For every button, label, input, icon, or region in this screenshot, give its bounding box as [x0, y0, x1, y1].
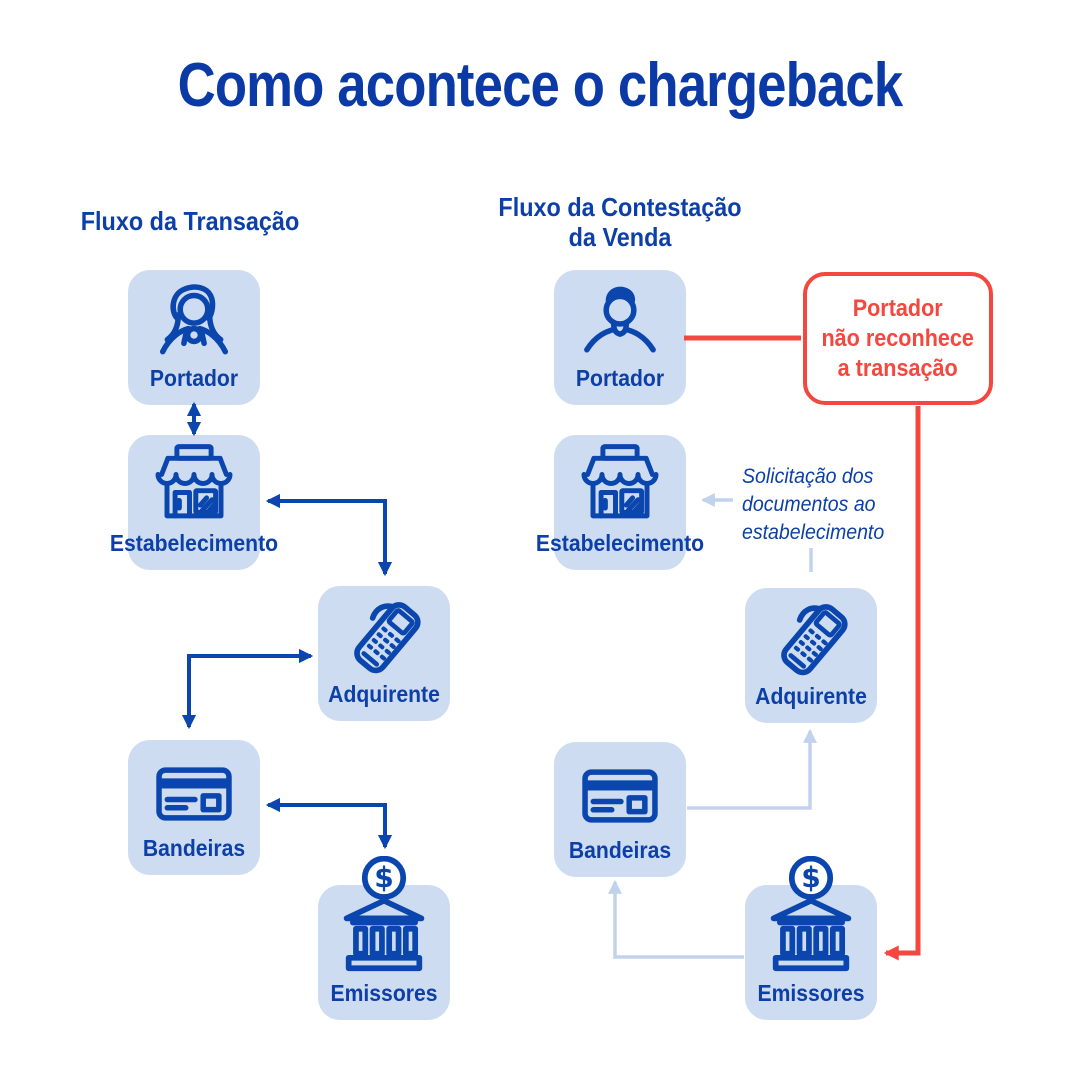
man-icon — [584, 286, 656, 353]
bank-dollar-icon: $ — [770, 856, 852, 972]
credit-card-icon — [156, 767, 232, 821]
store-icon — [581, 444, 659, 519]
node-label: Estabelecimento — [535, 530, 705, 556]
node-label: Bandeiras — [142, 835, 246, 861]
node-bandeiras-right: Bandeiras — [554, 742, 686, 877]
transaction-flow-heading: Fluxo da Transação — [80, 206, 300, 236]
node-adquirente-left: Adquirente — [318, 586, 450, 721]
node-estabelecimento-left: Estabelecimento — [110, 435, 278, 570]
pos-terminal-icon — [781, 604, 848, 676]
arrow-emissores-bandeiras-dispute — [608, 879, 744, 959]
arrow-estabelecimento-adquirente — [265, 493, 393, 577]
bank-dollar-icon: $ — [343, 856, 425, 972]
arrow-callout-emissores — [883, 406, 921, 961]
node-emissores-right: $ Emissores — [745, 856, 877, 1020]
arrow-bandeiras-emissores — [265, 797, 393, 850]
svg-text:$: $ — [801, 861, 821, 894]
node-label: Bandeiras — [568, 837, 672, 863]
node-estabelecimento-right: Estabelecimento — [536, 435, 704, 570]
chargeback-callout: Portador não reconhece a transação — [803, 272, 993, 405]
documents-request-note: Solicitação dos documentos ao estabeleci… — [742, 465, 885, 544]
page-title: Como acontece o chargeback — [177, 51, 904, 120]
pos-terminal-icon — [354, 602, 421, 674]
node-bandeiras-left: Bandeiras — [128, 740, 260, 875]
arrow-bandeiras-adquirente-dispute — [687, 728, 817, 810]
node-emissores-left: $ Emissores — [318, 856, 450, 1020]
svg-text:$: $ — [374, 861, 394, 894]
node-label: Emissores — [330, 980, 438, 1006]
store-icon — [155, 444, 233, 519]
node-portador-left: Portador — [128, 270, 260, 405]
node-label: Portador — [149, 365, 239, 391]
node-label: Adquirente — [755, 683, 867, 709]
callout-text: Portador não reconhece a transação — [821, 294, 975, 382]
arrow-adquirente-bandeiras — [181, 648, 314, 730]
node-label: Estabelecimento — [109, 530, 279, 556]
node-label: Adquirente — [328, 681, 440, 707]
woman-icon — [159, 284, 229, 355]
node-label: Emissores — [757, 980, 865, 1006]
node-adquirente-right: Adquirente — [745, 588, 877, 723]
node-label: Portador — [575, 365, 665, 391]
dispute-flow-heading: Fluxo da Contestação da Venda — [498, 192, 742, 252]
credit-card-icon — [582, 769, 658, 823]
node-portador-right: Portador — [554, 270, 686, 405]
